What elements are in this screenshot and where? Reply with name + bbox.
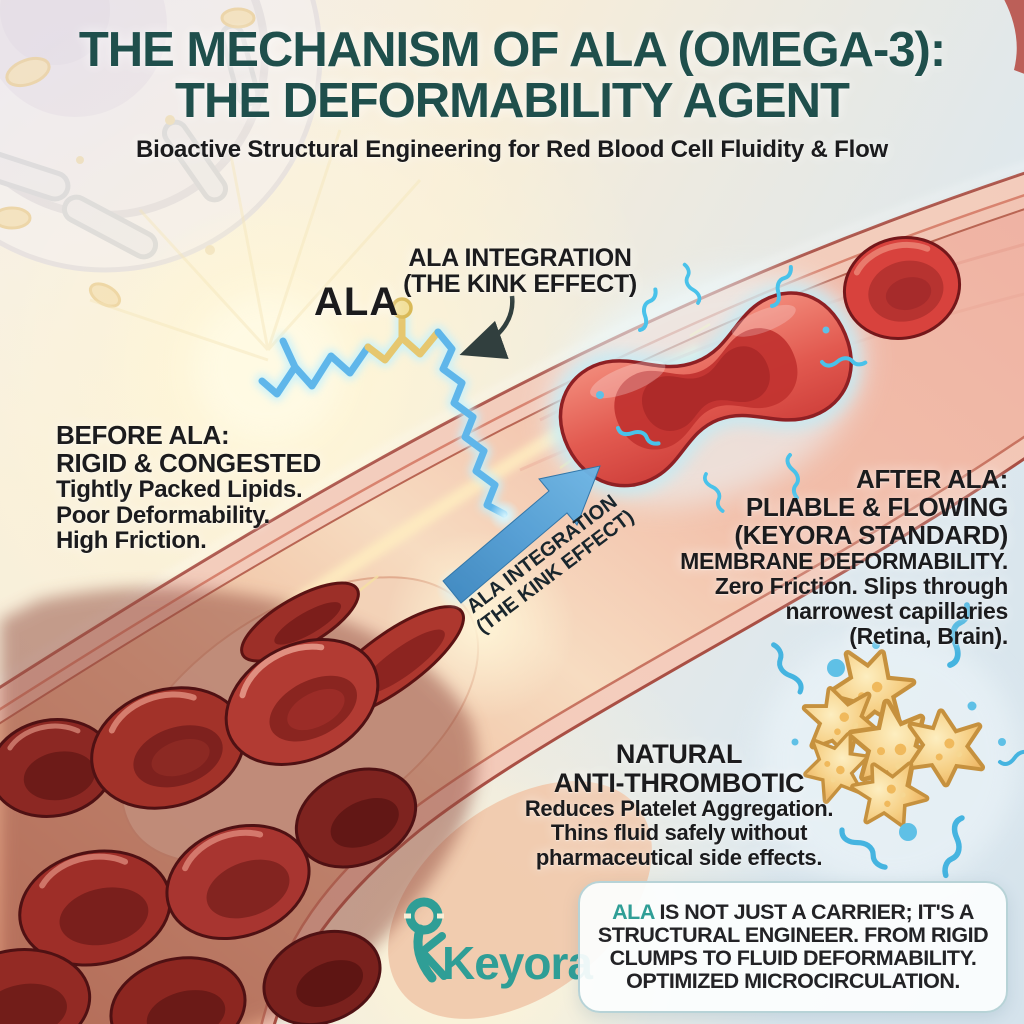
after-heading-1: AFTER ALA: <box>855 464 1008 494</box>
antithrombotic-heading-2: ANTI-THROMBOTIC <box>553 767 805 798</box>
title-line-1: THE MECHANISM OF ALA (OMEGA-3): <box>78 23 946 77</box>
annotation-line-2: (THE KINK EFFECT) <box>403 269 637 298</box>
cell-structure-icon <box>0 0 323 308</box>
rbc-clump-illustration <box>0 581 478 1024</box>
subtitle: Bioactive Structural Engineering for Red… <box>136 135 888 163</box>
ala-molecule-label: ALA <box>314 280 400 324</box>
after-heading-3: (KEYORA STANDARD) <box>734 519 1008 550</box>
header: THE MECHANISM OF ALA (OMEGA-3): THE DEFO… <box>0 25 1024 164</box>
antithrombotic-body-1: Reduces Platelet Aggregation. <box>524 796 834 822</box>
before-body-3: High Friction. <box>56 527 207 555</box>
after-heading-2: PLIABLE & FLOWING <box>745 491 1008 522</box>
round-rbc-illustration <box>842 235 962 341</box>
corner-vessel-sliver <box>1004 0 1024 74</box>
after-ala-block: AFTER ALA: PLIABLE & FLOWING (KEYORA STA… <box>680 464 1008 649</box>
callout-line-1: ALA IS NOT JUST A CARRIER; IT'S A <box>612 900 975 924</box>
after-body-3: narrowest capillaries <box>785 598 1008 625</box>
after-body-4: (Retina, Brain). <box>849 622 1008 649</box>
title-line-2: THE DEFORMABILITY AGENT <box>175 73 850 128</box>
light-rays <box>89 129 422 362</box>
before-heading-2: RIGID & CONGESTED <box>56 447 322 478</box>
keyora-brand: Keyora <box>398 894 593 989</box>
after-body-2: Zero Friction. Slips through <box>714 573 1008 600</box>
brand-wordmark: Keyora <box>442 937 593 989</box>
callout-line-4: OPTIMIZED MICROCIRCULATION. <box>626 969 960 993</box>
before-heading-1: BEFORE ALA: <box>56 420 230 450</box>
ala-integration-annotation: ALA INTEGRATION (THE KINK EFFECT) <box>396 244 644 298</box>
callout-line-2: STRUCTURAL ENGINEER. FROM RIGID <box>597 923 989 947</box>
before-body-2: Poor Deformability. <box>56 501 270 529</box>
before-ala-block: BEFORE ALA: RIGID & CONGESTED Tightly Pa… <box>56 420 322 555</box>
callout-line-3: CLUMPS TO FLUID DEFORMABILITY. <box>609 946 977 970</box>
callout-line-1-rest: IS NOT JUST A CARRIER; IT'S A <box>654 900 975 924</box>
platelet-cluster-illustration <box>760 604 1024 890</box>
annotation-line-1: ALA INTEGRATION <box>408 244 632 272</box>
antithrombotic-heading-1: NATURAL <box>615 739 743 769</box>
curved-arrow-icon <box>459 295 515 359</box>
anti-thrombotic-block: NATURAL ANTI-THROMBOTIC Reduces Platelet… <box>518 740 840 870</box>
ala-molecule-icon <box>255 297 521 532</box>
antithrombotic-body-3: pharmaceutical side effects. <box>535 844 823 870</box>
callout-box: ALA IS NOT JUST A CARRIER; IT'S A STRUCT… <box>578 881 1008 1013</box>
callout-ala-accent: ALA <box>612 900 655 924</box>
keyora-logo-icon <box>404 897 448 983</box>
integration-arrow-icon <box>442 465 601 604</box>
antithrombotic-body-2: Thins fluid safely without <box>550 820 808 846</box>
deformed-rbc-illustration <box>544 277 869 504</box>
before-body-1: Tightly Packed Lipids. <box>56 476 303 504</box>
after-body-1: MEMBRANE DEFORMABILITY. <box>680 548 1008 575</box>
